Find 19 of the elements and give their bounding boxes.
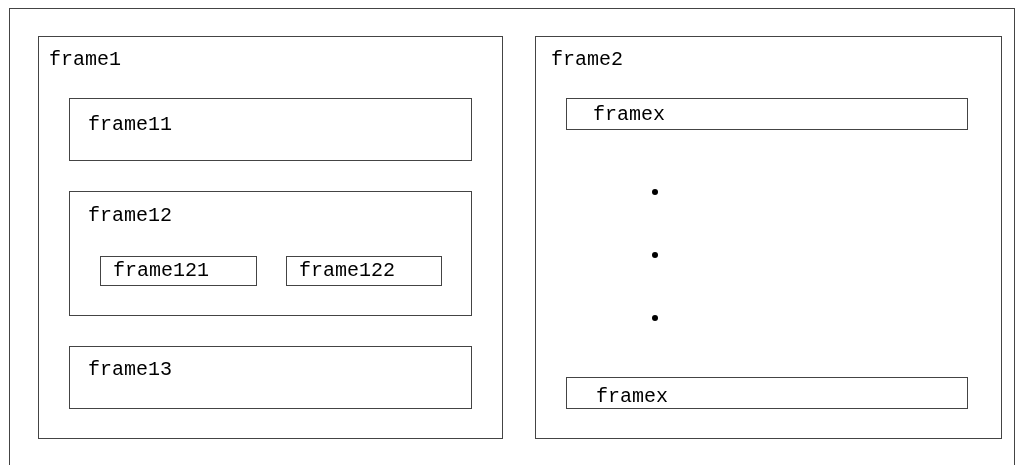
frame-title: frame2 <box>551 49 623 71</box>
frame-title: frame13 <box>88 359 172 381</box>
frame-title: frame1 <box>49 49 121 71</box>
frame-box <box>69 346 472 409</box>
frame-box <box>566 377 968 409</box>
frame-title: frame121 <box>113 260 209 282</box>
frame-title: frame12 <box>88 205 172 227</box>
frame-box <box>286 256 442 286</box>
frame-title: frame11 <box>88 114 172 136</box>
frame-title: framex <box>593 104 665 126</box>
frame-box <box>100 256 257 286</box>
frame-box <box>69 191 472 316</box>
frame-box <box>69 98 472 161</box>
frame-box <box>535 36 1002 439</box>
frame-title: framex <box>596 386 668 408</box>
frame-box <box>566 98 968 130</box>
frame-title: frame122 <box>299 260 395 282</box>
frame-box <box>38 36 503 439</box>
outer-frame <box>9 8 1015 465</box>
